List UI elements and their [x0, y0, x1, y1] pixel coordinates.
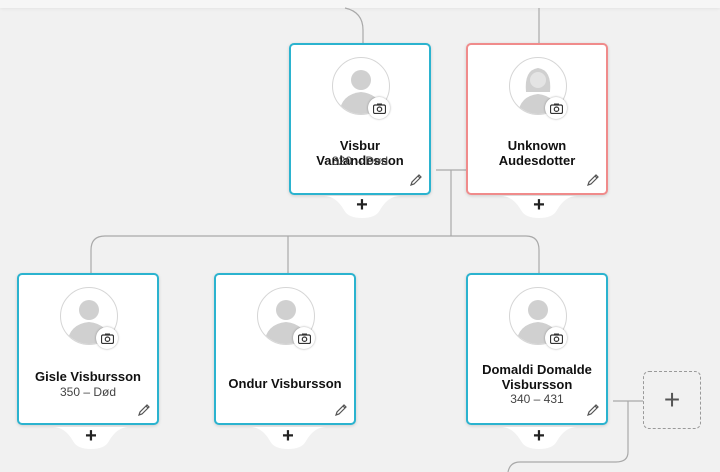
pencil-icon[interactable] — [409, 173, 423, 187]
add-relative-tab[interactable]: + — [501, 425, 577, 449]
person-card-unknown-audesdotter[interactable]: Unknown Audesdotter — [466, 43, 608, 195]
camera-button[interactable] — [293, 327, 315, 349]
camera-icon — [372, 103, 386, 114]
person-name: Domaldi Domalde Visbursson — [482, 362, 592, 392]
add-relative-tab[interactable]: + — [501, 194, 577, 218]
pencil-icon[interactable] — [137, 403, 151, 417]
person-card-ondur[interactable]: Ondur Visbursson — [214, 273, 356, 425]
add-relative-button[interactable]: + — [282, 425, 294, 447]
pencil-icon[interactable] — [334, 403, 348, 417]
camera-button[interactable] — [96, 327, 118, 349]
camera-icon — [297, 333, 311, 344]
camera-button[interactable] — [545, 327, 567, 349]
add-relative-button[interactable]: + — [533, 194, 545, 216]
person-card-gisle[interactable]: Gisle Visbursson 350 – Død — [17, 273, 159, 425]
person-name: Unknown Audesdotter — [498, 138, 576, 168]
camera-icon — [549, 103, 563, 114]
person-dates: 320 – Død — [331, 154, 389, 168]
person-card-domaldi[interactable]: Domaldi Domalde Visbursson 340 – 431 — [466, 273, 608, 425]
pencil-icon[interactable] — [586, 403, 600, 417]
person-card-visbur[interactable]: Visbur Vanlandesson 320 – Død — [289, 43, 431, 195]
camera-icon — [100, 333, 114, 344]
person-dates: 350 – Død — [59, 385, 117, 399]
add-relative-tab[interactable]: + — [324, 194, 400, 218]
add-relative-tab[interactable]: + — [250, 425, 326, 449]
person-name: Visbur Vanlandesson — [316, 138, 404, 168]
add-partner-button[interactable]: + — [643, 371, 701, 429]
person-name: Ondur Visbursson — [228, 376, 342, 391]
camera-button[interactable] — [545, 97, 567, 119]
add-relative-button[interactable]: + — [533, 425, 545, 447]
add-relative-tab[interactable]: + — [53, 425, 129, 449]
add-relative-button[interactable]: + — [356, 194, 368, 216]
camera-button[interactable] — [368, 97, 390, 119]
top-toolbar-strip — [0, 0, 720, 8]
pencil-icon[interactable] — [586, 173, 600, 187]
plus-icon: + — [663, 384, 681, 415]
camera-icon — [549, 333, 563, 344]
person-name: Gisle Visbursson — [35, 369, 141, 384]
add-relative-button[interactable]: + — [85, 425, 97, 447]
person-dates: 340 – 431 — [510, 392, 564, 406]
